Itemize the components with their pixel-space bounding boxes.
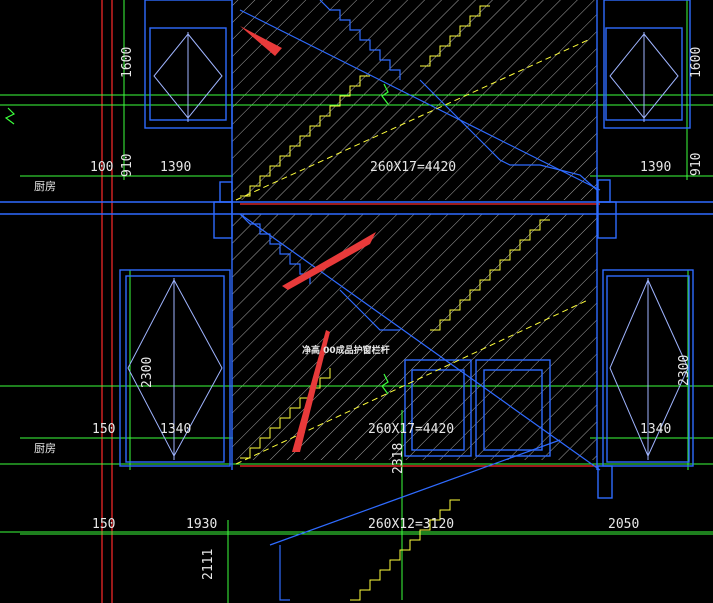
stair-hatch-area	[232, 0, 597, 460]
dim-bottom-height: 2111	[201, 549, 216, 580]
dim-bottom-right-width: 2050	[608, 517, 639, 532]
pointer-arrow-upper	[240, 26, 282, 56]
dim-lower-right-height: 2300	[677, 355, 692, 386]
dim-bottom-offset: 150	[92, 517, 115, 532]
break-marks	[4, 83, 389, 395]
room-labels: 厨房 厨房 净高 00成品护窗栏杆	[34, 180, 390, 455]
dim-flight-bottom: 260X12=3120	[368, 517, 454, 532]
dim-lower-left-height: 2300	[140, 357, 155, 388]
dim-upper-right-height: 1600	[689, 47, 704, 78]
stair-stringers	[239, 0, 601, 601]
dimension-texts: 1600 1600 100 910 1390 260X17=4420 1390 …	[90, 47, 704, 580]
dim-left-offset-lower: 150	[92, 422, 115, 437]
room-label-kitchen-upper: 厨房	[34, 180, 56, 193]
room-label-kitchen-lower: 厨房	[34, 442, 56, 455]
dim-landing-height: 2318	[391, 443, 406, 474]
dim-left-offset-upper: 100	[90, 160, 113, 175]
pointer-arrow-middle	[282, 232, 376, 290]
dim-upper-left-height: 1600	[120, 47, 135, 78]
dim-left-sill-upper: 910	[120, 154, 135, 177]
axis-lines	[101, 0, 600, 603]
dim-right-width-lower: 1340	[640, 422, 671, 437]
railing-note: 净高 00成品护窗栏杆	[302, 344, 390, 356]
dim-bottom-left-width: 1930	[186, 517, 217, 532]
dim-left-width-lower: 1340	[160, 422, 191, 437]
dim-left-width-upper: 1390	[160, 160, 191, 175]
dim-right-width-upper: 1390	[640, 160, 671, 175]
dim-right-sill-upper: 910	[689, 153, 704, 176]
pointer-arrows	[240, 26, 376, 452]
window-symbols	[127, 32, 689, 460]
stair-treads	[235, 5, 589, 601]
pointer-arrow-lower	[292, 330, 330, 452]
dim-flight-lower: 260X17=4420	[368, 422, 454, 437]
dim-flight-upper: 260X17=4420	[370, 160, 456, 175]
